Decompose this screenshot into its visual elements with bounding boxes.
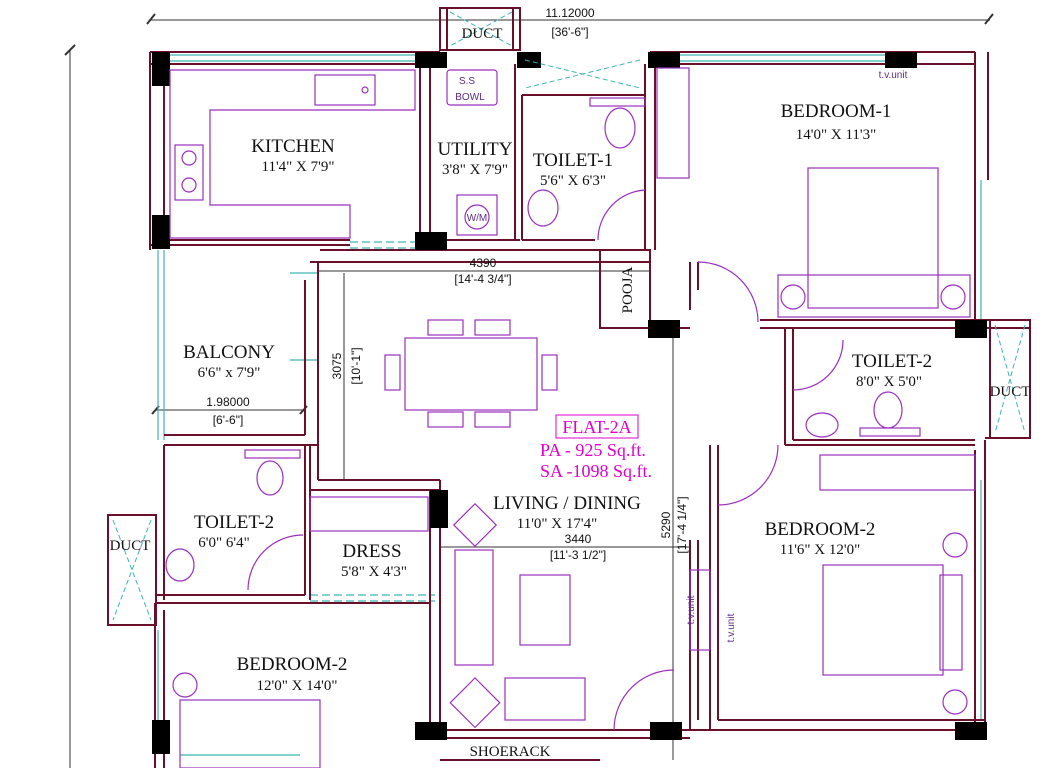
toilet1-size: 5'6" X 6'3" — [540, 173, 606, 189]
bedroom2-left-size: 12'0" X 14'0" — [257, 678, 338, 694]
dress-name: DRESS — [342, 541, 401, 562]
dimension-lines — [64, 13, 994, 768]
overall-dim-imperial: [36'-6"] — [551, 25, 588, 39]
balcony-width-dim-imperial: [6'-6"] — [213, 413, 244, 427]
flat-pa: PA - 925 Sq.ft. — [540, 440, 646, 460]
living-height-dim-imperial: [10'-1"] — [349, 347, 363, 384]
balcony-name: BALCONY — [183, 342, 275, 363]
toilet2-right-name: TOILET-2 — [852, 351, 932, 372]
bedroom1-size: 14'0" X 11'3" — [796, 127, 876, 143]
living-width-dim: 4390 — [470, 256, 497, 270]
living-depth-dim-imperial: [17'-4 1/4"] — [675, 496, 689, 553]
flat-name: FLAT-2A — [562, 417, 631, 437]
living-height-dim: 3075 — [330, 352, 344, 379]
toilet2-right-size: 8'0" X 5'0" — [856, 374, 922, 390]
misc-labels: DUCT DUCT DUCT SHOERACK POOJA S.S BOWL W… — [110, 26, 1031, 760]
ss-bowl-label-2: BOWL — [455, 92, 485, 103]
walls — [107, 7, 1031, 768]
kitchen-name: KITCHEN — [251, 136, 335, 157]
duct-right-label: DUCT — [990, 384, 1031, 400]
dining-width-dim-imperial: [11'-3 1/2"] — [550, 548, 606, 562]
duct-top-label: DUCT — [462, 26, 503, 42]
living-depth-dim: 5290 — [659, 511, 673, 538]
living-name: LIVING / DINING — [493, 493, 641, 514]
balcony-size: 6'6" x 7'9" — [198, 365, 261, 381]
tv-unit-label-3: t.v.unit — [726, 613, 737, 642]
shoerack-label: SHOERACK — [470, 744, 551, 760]
kitchen-size: 11'4" X 7'9" — [262, 159, 335, 175]
columns — [152, 52, 987, 754]
dimension-text: 11.12000 [36'-6"] 4390 [14'-4 3/4"] 3075… — [206, 6, 689, 562]
living-size: 11'0" X 17'4" — [517, 516, 597, 532]
flat-name-box — [555, 414, 639, 439]
fixtures — [165, 67, 976, 768]
dress-size: 5'8" X 4'3" — [341, 564, 407, 580]
flat-info: FLAT-2A PA - 925 Sq.ft. SA -1098 Sq.ft. — [540, 414, 652, 481]
overall-dim: 11.12000 — [545, 6, 594, 20]
bedroom2-right-name: BEDROOM-2 — [765, 519, 876, 540]
toilet2-left-size: 6'0" 6'4" — [198, 535, 249, 551]
bedroom2-right-size: 11'6" X 12'0" — [780, 542, 860, 558]
toilet2-left-name: TOILET-2 — [194, 512, 274, 533]
utility-size: 3'8" X 7'9" — [442, 162, 508, 178]
living-width-dim-imperial: [14'-4 3/4"] — [454, 272, 511, 286]
balcony-width-dim: 1.98000 — [206, 395, 250, 409]
tv-unit-label-1: t.v.unit — [879, 70, 908, 81]
tv-unit-label-2: t.v.unit — [686, 595, 697, 624]
room-labels: KITCHEN 11'4" X 7'9" UTILITY 3'8" X 7'9"… — [183, 101, 932, 694]
wm-label: W/M — [467, 213, 488, 224]
duct-crosses — [112, 11, 1026, 621]
toilet1-name: TOILET-1 — [533, 150, 613, 171]
ss-bowl-label-1: S.S — [459, 76, 475, 87]
flat-sa: SA -1098 Sq.ft. — [540, 461, 652, 481]
utility-name: UTILITY — [438, 139, 513, 160]
dining-width-dim: 3440 — [565, 532, 592, 546]
bedroom1-name: BEDROOM-1 — [781, 101, 892, 122]
duct-left-label: DUCT — [110, 538, 151, 554]
pooja-label: POOJA — [620, 266, 636, 313]
bedroom2-left-name: BEDROOM-2 — [237, 654, 348, 675]
